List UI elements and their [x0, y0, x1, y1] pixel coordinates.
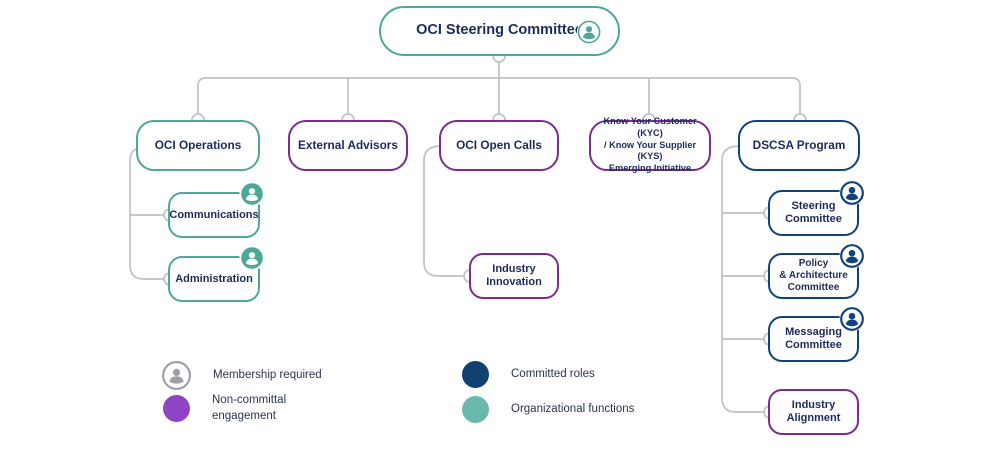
node-label: Industry Innovation — [486, 263, 542, 288]
legend-label: Non-committal engagement — [212, 394, 287, 422]
node-label: External Advisors — [298, 137, 398, 152]
node-external-advisors[interactable]: External Advisors — [288, 120, 408, 171]
member-badge-navy-icon — [839, 243, 865, 269]
node-policy-architecture-committee[interactable]: Policy & Architecture Committee — [768, 253, 859, 299]
node-label: OCI Open Calls — [456, 137, 542, 152]
legend-item-membership-required: Membership required — [162, 361, 322, 390]
node-label: Communications — [169, 208, 259, 221]
teal-circle-swatch — [462, 396, 489, 423]
node-label: Policy & Architecture Committee — [779, 258, 848, 293]
legend-item-organizational-functions: Organizational functions — [462, 396, 634, 423]
legend-label: Committed roles — [511, 367, 595, 380]
legend-item-committed-roles: Committed roles — [462, 361, 595, 388]
legend-label: Membership required — [213, 368, 322, 381]
person-icon — [162, 361, 191, 390]
node-label: Know Your Customer (KYC) / Know Your Sup… — [603, 115, 697, 174]
node-label: Steering Committee — [785, 200, 842, 225]
member-badge-navy-icon — [839, 306, 865, 332]
purple-circle-swatch — [163, 395, 190, 423]
node-label: OCI Steering Committee — [416, 22, 583, 39]
navy-circle-swatch — [462, 361, 489, 388]
member-badge-teal-icon — [576, 19, 602, 45]
node-dscsa-program[interactable]: DSCSA Program — [738, 120, 860, 171]
node-kyc-kys-emerging-initiative[interactable]: Know Your Customer (KYC) / Know Your Sup… — [589, 116, 711, 173]
member-badge-navy-icon — [839, 180, 865, 206]
node-oci-open-calls[interactable]: OCI Open Calls — [439, 120, 559, 171]
legend-item-non-committal-engagement: Non-committal engagement — [163, 393, 286, 424]
node-label: Administration — [175, 272, 253, 285]
node-oci-operations[interactable]: OCI Operations — [136, 120, 260, 171]
node-label: Messaging Committee — [785, 326, 842, 351]
legend-label: Organizational functions — [511, 402, 635, 415]
member-badge-teal-icon — [239, 181, 265, 207]
member-badge-teal-icon — [239, 245, 265, 271]
node-industry-alignment[interactable]: Industry Alignment — [768, 389, 859, 435]
node-industry-innovation[interactable]: Industry Innovation — [469, 253, 559, 299]
node-label: OCI Operations — [154, 137, 242, 152]
node-label: DSCSA Program — [752, 137, 846, 152]
node-label: Industry Alignment — [786, 399, 841, 424]
